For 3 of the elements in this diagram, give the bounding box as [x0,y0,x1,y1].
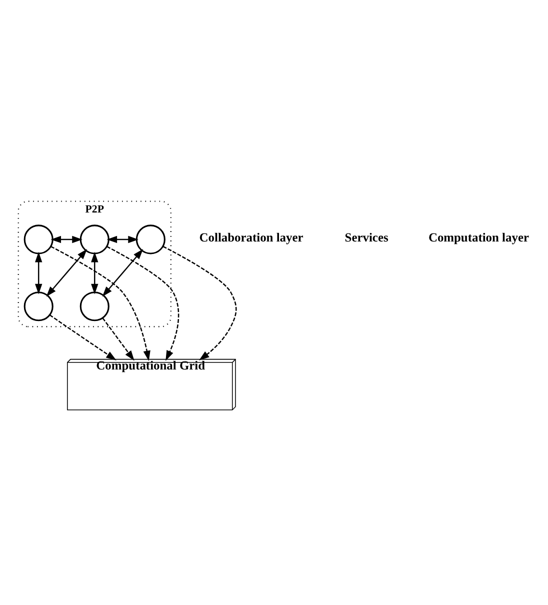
label: Services [344,230,388,245]
label: Collaboration layer [199,230,304,245]
label: Computation layer [428,230,530,245]
